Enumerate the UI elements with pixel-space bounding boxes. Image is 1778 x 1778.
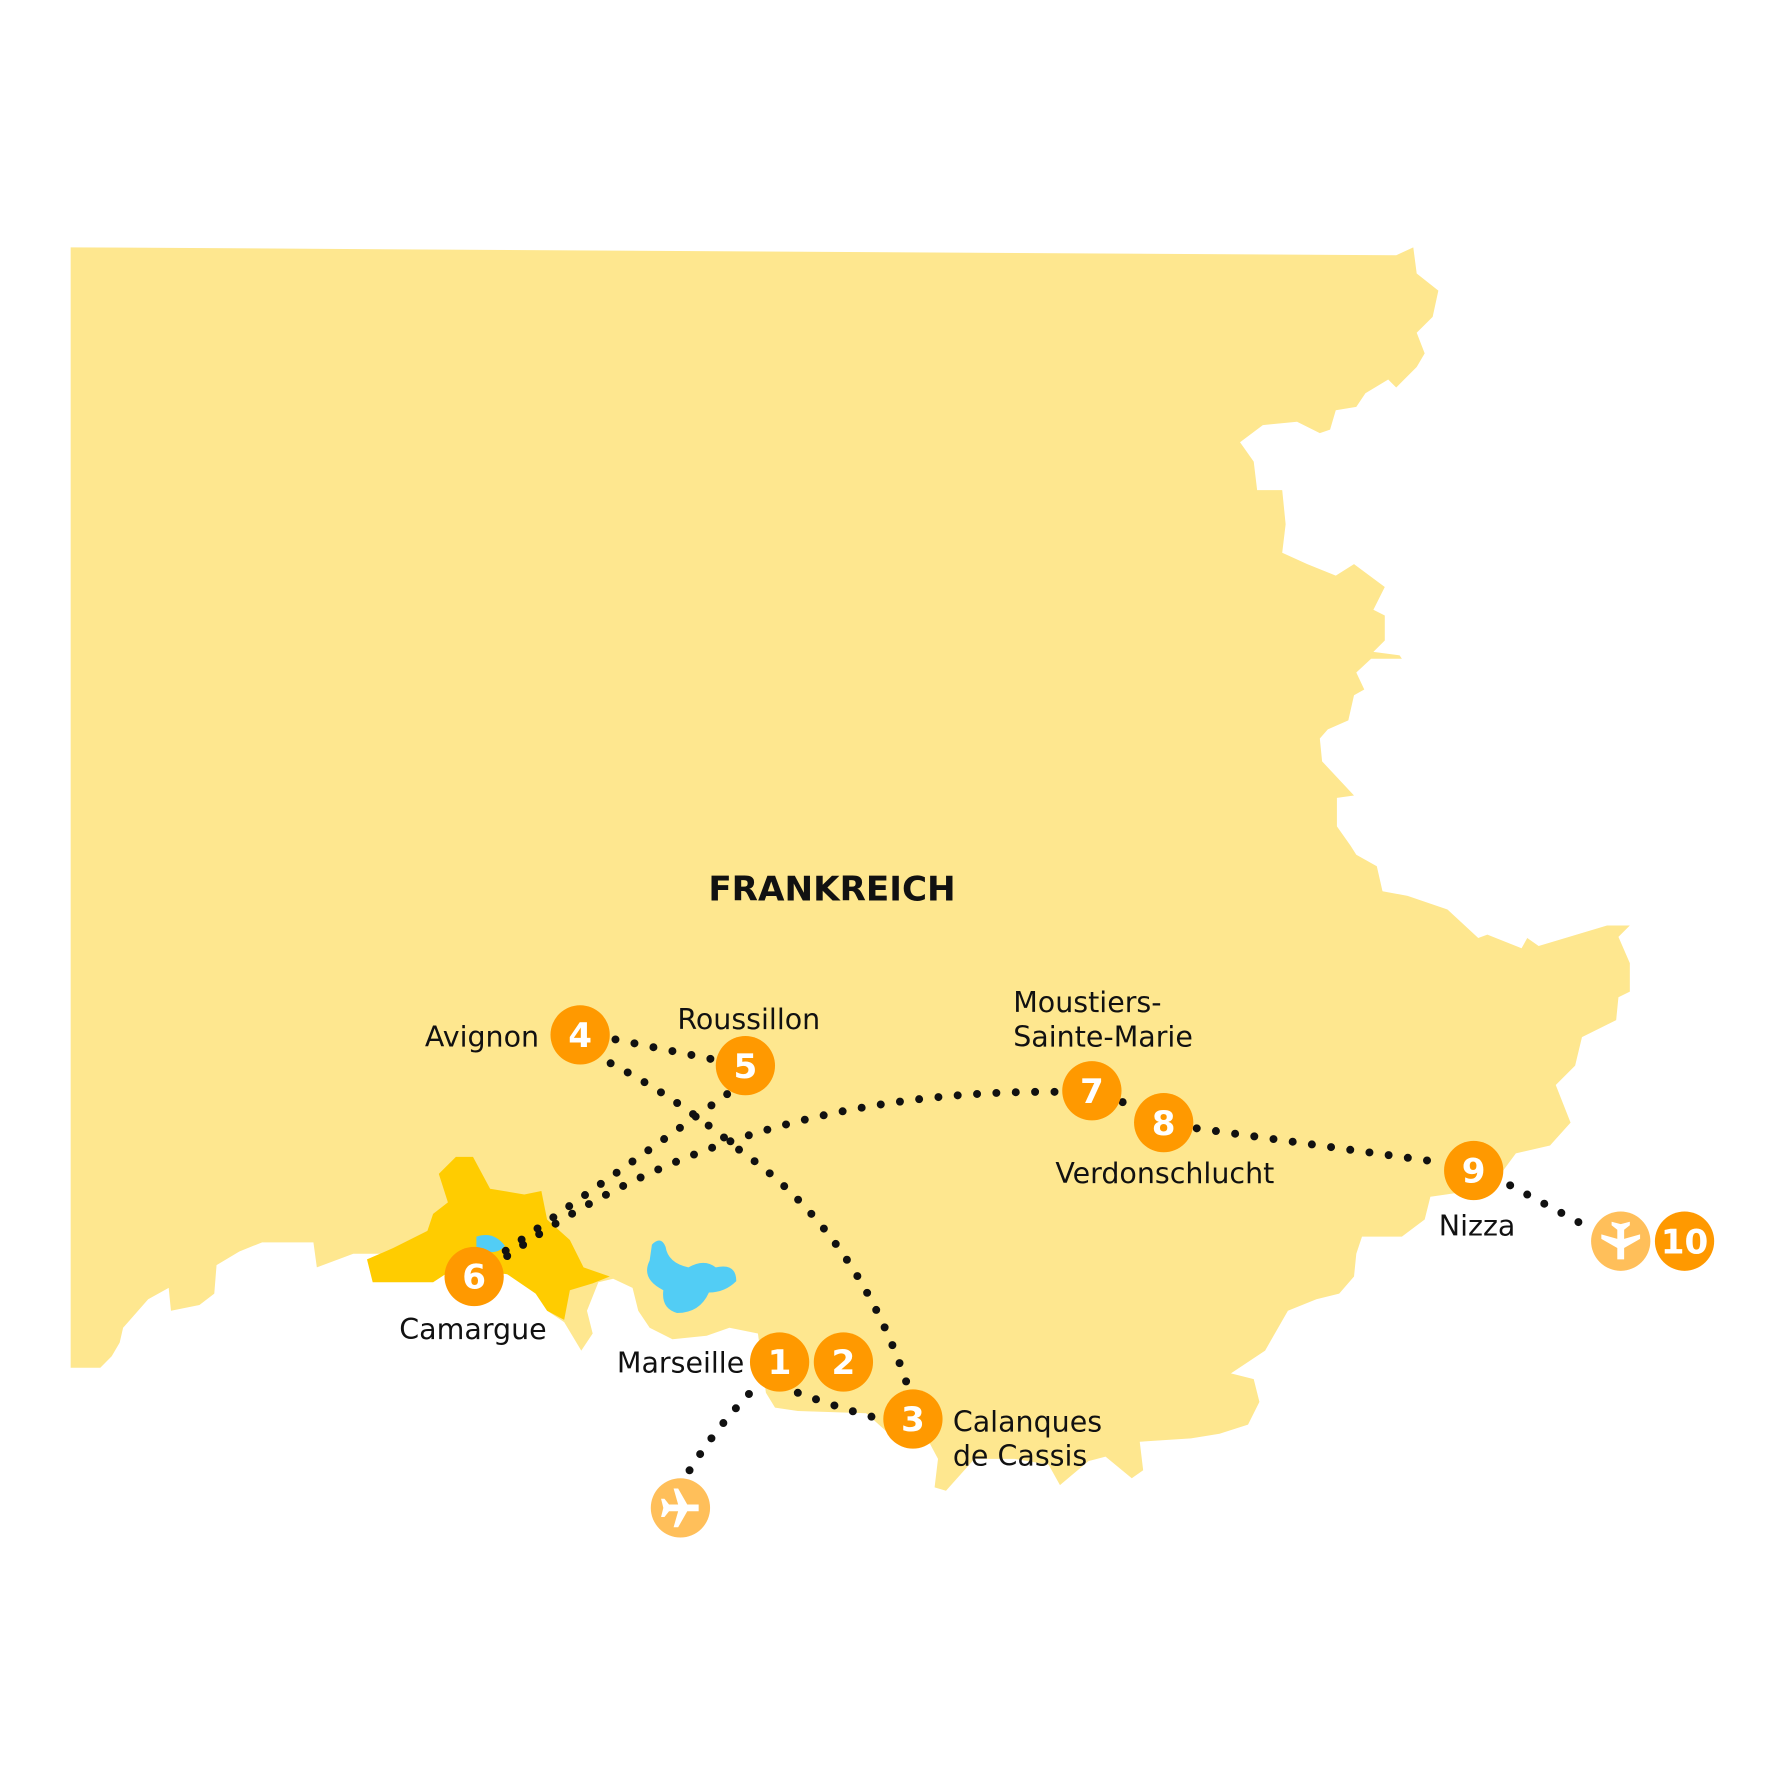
label-de-cassis: de Cassis [953, 1440, 1087, 1473]
route-9-airport [1506, 1181, 1589, 1230]
airplane-icon [661, 1488, 699, 1528]
country-label: FRANKREICH [708, 869, 955, 909]
airport-nizza[interactable] [1591, 1211, 1651, 1271]
stop-7[interactable]: 7 [1062, 1061, 1122, 1121]
airplane-icon [1601, 1221, 1641, 1260]
label-camargue: Camargue [399, 1313, 546, 1346]
route-6-7 [503, 1087, 1064, 1260]
label-moustiers: Moustiers- [1013, 986, 1161, 1019]
stop-number: 1 [768, 1343, 792, 1383]
stop-number: 6 [462, 1258, 486, 1298]
stop-9[interactable]: 9 [1444, 1140, 1504, 1201]
label-marseille: Marseille [617, 1346, 744, 1379]
stop-1[interactable]: 1 [749, 1332, 810, 1392]
label-roussillon: Roussillon [677, 1003, 820, 1036]
stop-4[interactable]: 4 [550, 1005, 610, 1065]
label-sainte-marie: Sainte-Marie [1013, 1020, 1193, 1053]
label-calanques: Calanques [953, 1406, 1102, 1439]
stop-number: 4 [568, 1016, 592, 1056]
route-airport-1 [685, 1380, 762, 1475]
stop-2[interactable]: 2 [813, 1332, 874, 1392]
stop-10[interactable]: 10 [1654, 1211, 1715, 1271]
route-1-3 [793, 1388, 884, 1423]
stop-3[interactable]: 3 [883, 1389, 943, 1449]
stop-number: 3 [901, 1400, 925, 1440]
route-8-9 [1192, 1124, 1446, 1167]
stop-number: 10 [1661, 1222, 1709, 1262]
stop-5[interactable]: 5 [715, 1036, 776, 1096]
label-verdonschlucht: Verdonschlucht [1055, 1157, 1274, 1190]
stop-number: 5 [733, 1047, 757, 1087]
stop-number: 9 [1462, 1152, 1486, 1192]
stop-number: 2 [832, 1343, 856, 1383]
route-4-5 [611, 1035, 720, 1064]
label-nizza: Nizza [1439, 1209, 1516, 1242]
route-5-6 [497, 1090, 732, 1258]
route-lines [497, 1035, 1589, 1475]
stop-number: 8 [1152, 1104, 1176, 1144]
route-7-8 [1118, 1098, 1139, 1116]
airport-marseille[interactable] [650, 1478, 711, 1538]
label-avignon: Avignon [425, 1020, 539, 1053]
camargue-lagoon [476, 1235, 505, 1253]
stop-8[interactable]: 8 [1134, 1093, 1194, 1153]
etang-de-berre-lake [647, 1240, 737, 1313]
stop-6[interactable]: 6 [444, 1246, 504, 1307]
stop-number: 7 [1080, 1072, 1104, 1112]
